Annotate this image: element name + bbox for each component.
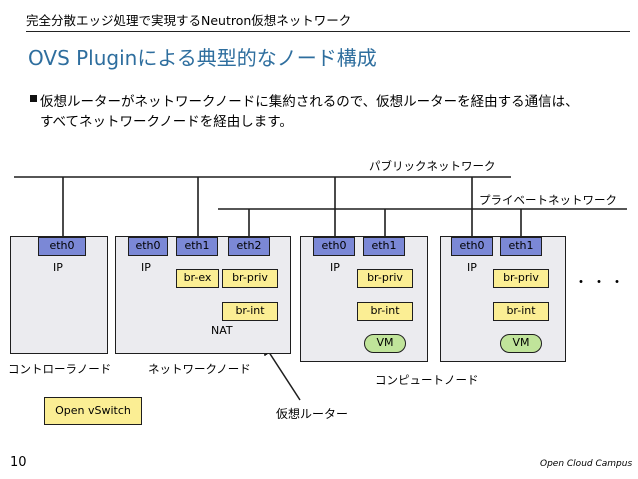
controller-node-label: コントローラノード <box>8 362 112 376</box>
compute1-ip: IP <box>330 261 340 274</box>
footer-brand: Open Cloud Campus <box>540 459 633 469</box>
more-nodes-ellipsis: ・・・ <box>574 275 628 291</box>
network-eth2: eth2 <box>228 237 270 256</box>
compute2-br-priv: br-priv <box>493 269 549 288</box>
compute2-eth1: eth1 <box>500 237 542 256</box>
network-br-int: br-int <box>222 302 278 321</box>
network-br-ex: br-ex <box>176 269 219 288</box>
virtual-router-label: 仮想ルーター <box>276 407 349 421</box>
compute2-br-int: br-int <box>493 302 549 321</box>
header-title: 完全分散エッジ処理で実現するNeutron仮想ネットワーク <box>26 13 352 28</box>
controller-eth0: eth0 <box>38 237 86 256</box>
public-network-label: パブリックネットワーク <box>369 159 496 173</box>
header-divider <box>26 31 630 32</box>
compute2-eth0: eth0 <box>451 237 493 256</box>
compute1-eth1: eth1 <box>363 237 405 256</box>
compute2-ip: IP <box>467 261 477 274</box>
compute1-br-int: br-int <box>357 302 413 321</box>
controller-ip: IP <box>53 261 63 274</box>
page-number: 10 <box>10 455 27 470</box>
network-eth1: eth1 <box>176 237 218 256</box>
network-ip: IP <box>141 261 151 274</box>
network-eth0: eth0 <box>128 237 168 256</box>
network-node-label: ネットワークノード <box>148 362 251 376</box>
compute1-br-priv: br-priv <box>357 269 413 288</box>
compute1-eth0: eth0 <box>313 237 355 256</box>
open-vswitch-legend: Open vSwitch <box>44 397 142 425</box>
network-br-priv: br-priv <box>222 269 278 288</box>
bullet-text-line-1: 仮想ルーターがネットワークノードに集約されるので、仮想ルーターを経由する通信は、 <box>40 94 579 110</box>
compute1-vm: VM <box>364 334 406 353</box>
nat-label: NAT <box>211 324 233 337</box>
bullet-icon <box>30 95 37 102</box>
bullet-text-line-2: すべてネットワークノードを経由します。 <box>40 114 293 130</box>
compute2-vm: VM <box>500 334 542 353</box>
compute-node-label: コンピュートノード <box>375 373 479 387</box>
slide-title: OVS Pluginによる典型的なノード構成 <box>28 46 377 70</box>
private-network-label: プライベートネットワーク <box>479 193 617 207</box>
